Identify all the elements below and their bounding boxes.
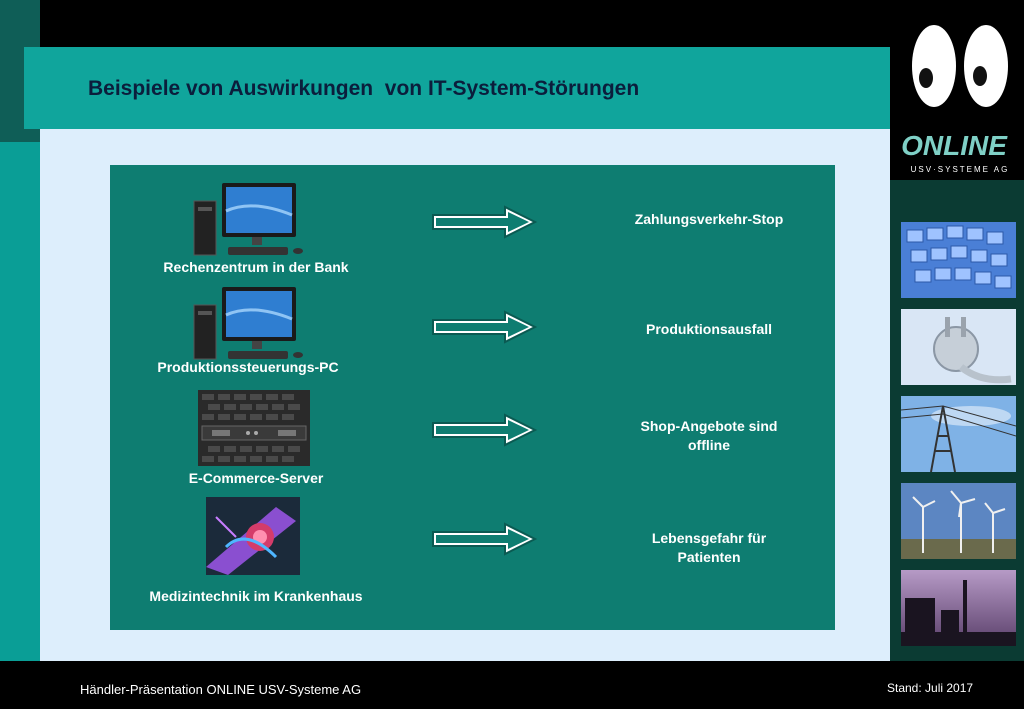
server-rack-icon [198, 390, 310, 466]
desktop-computer-icon [193, 287, 303, 360]
wind-turbines-photo [901, 483, 1016, 559]
keyboard-photo [901, 222, 1016, 298]
effect-label-payment-stop: Zahlungsverkehr-Stop [609, 210, 809, 229]
right-arrow-icon [432, 413, 538, 447]
logo-brand: ONLINE [901, 130, 1008, 161]
right-arrow-icon [432, 205, 538, 239]
effect-label-patient-danger: Lebensgefahr für Patienten [609, 529, 809, 567]
effect-label-production-outage: Produktionsausfall [609, 320, 809, 339]
logo-tagline: USV·SYSTEME AG [911, 165, 1010, 174]
source-label-bank: Rechenzentrum in der Bank [163, 259, 349, 275]
source-label-production-pc: Produktionssteuerungs-PC [157, 359, 339, 375]
effect-line: Produktionsausfall [645, 321, 773, 337]
footer-date: Stand: Juli 2017 [887, 681, 974, 695]
effect-line: Zahlungsverkehr-Stop [634, 211, 784, 227]
effect-line: Lebensgefahr für [651, 530, 767, 546]
company-logo: ONLINE USV·SYSTEME AG [890, 0, 1024, 180]
medical-device-icon [206, 497, 300, 575]
desktop-computer-icon [193, 183, 303, 256]
right-arrow-icon [432, 310, 538, 344]
industrial-sunset-photo [901, 570, 1016, 646]
effect-line: Shop-Angebote sind [640, 418, 778, 434]
impact-panel: Rechenzentrum in der Bank Produktionsste… [110, 165, 835, 630]
effect-line: offline [688, 437, 730, 453]
source-label-ecommerce-server: E-Commerce-Server [188, 470, 324, 486]
power-line-photo [901, 396, 1016, 472]
page-title: Beispiele von Auswirkungen von IT-System… [88, 77, 640, 100]
power-plug-photo [901, 309, 1016, 385]
footer-presentation-label: Händler-Präsentation ONLINE USV-Systeme … [80, 682, 362, 697]
right-arrow-icon [432, 522, 538, 556]
eyes-logo-icon: ONLINE USV·SYSTEME AG [901, 25, 1010, 174]
left-accent-teal [0, 142, 40, 661]
title-bar: Beispiele von Auswirkungen von IT-System… [24, 47, 890, 129]
effect-label-shop-offline: Shop-Angebote sind offline [609, 417, 809, 455]
effect-line: Patienten [677, 549, 741, 565]
source-label-medical: Medizintechnik im Krankenhaus [149, 588, 363, 604]
